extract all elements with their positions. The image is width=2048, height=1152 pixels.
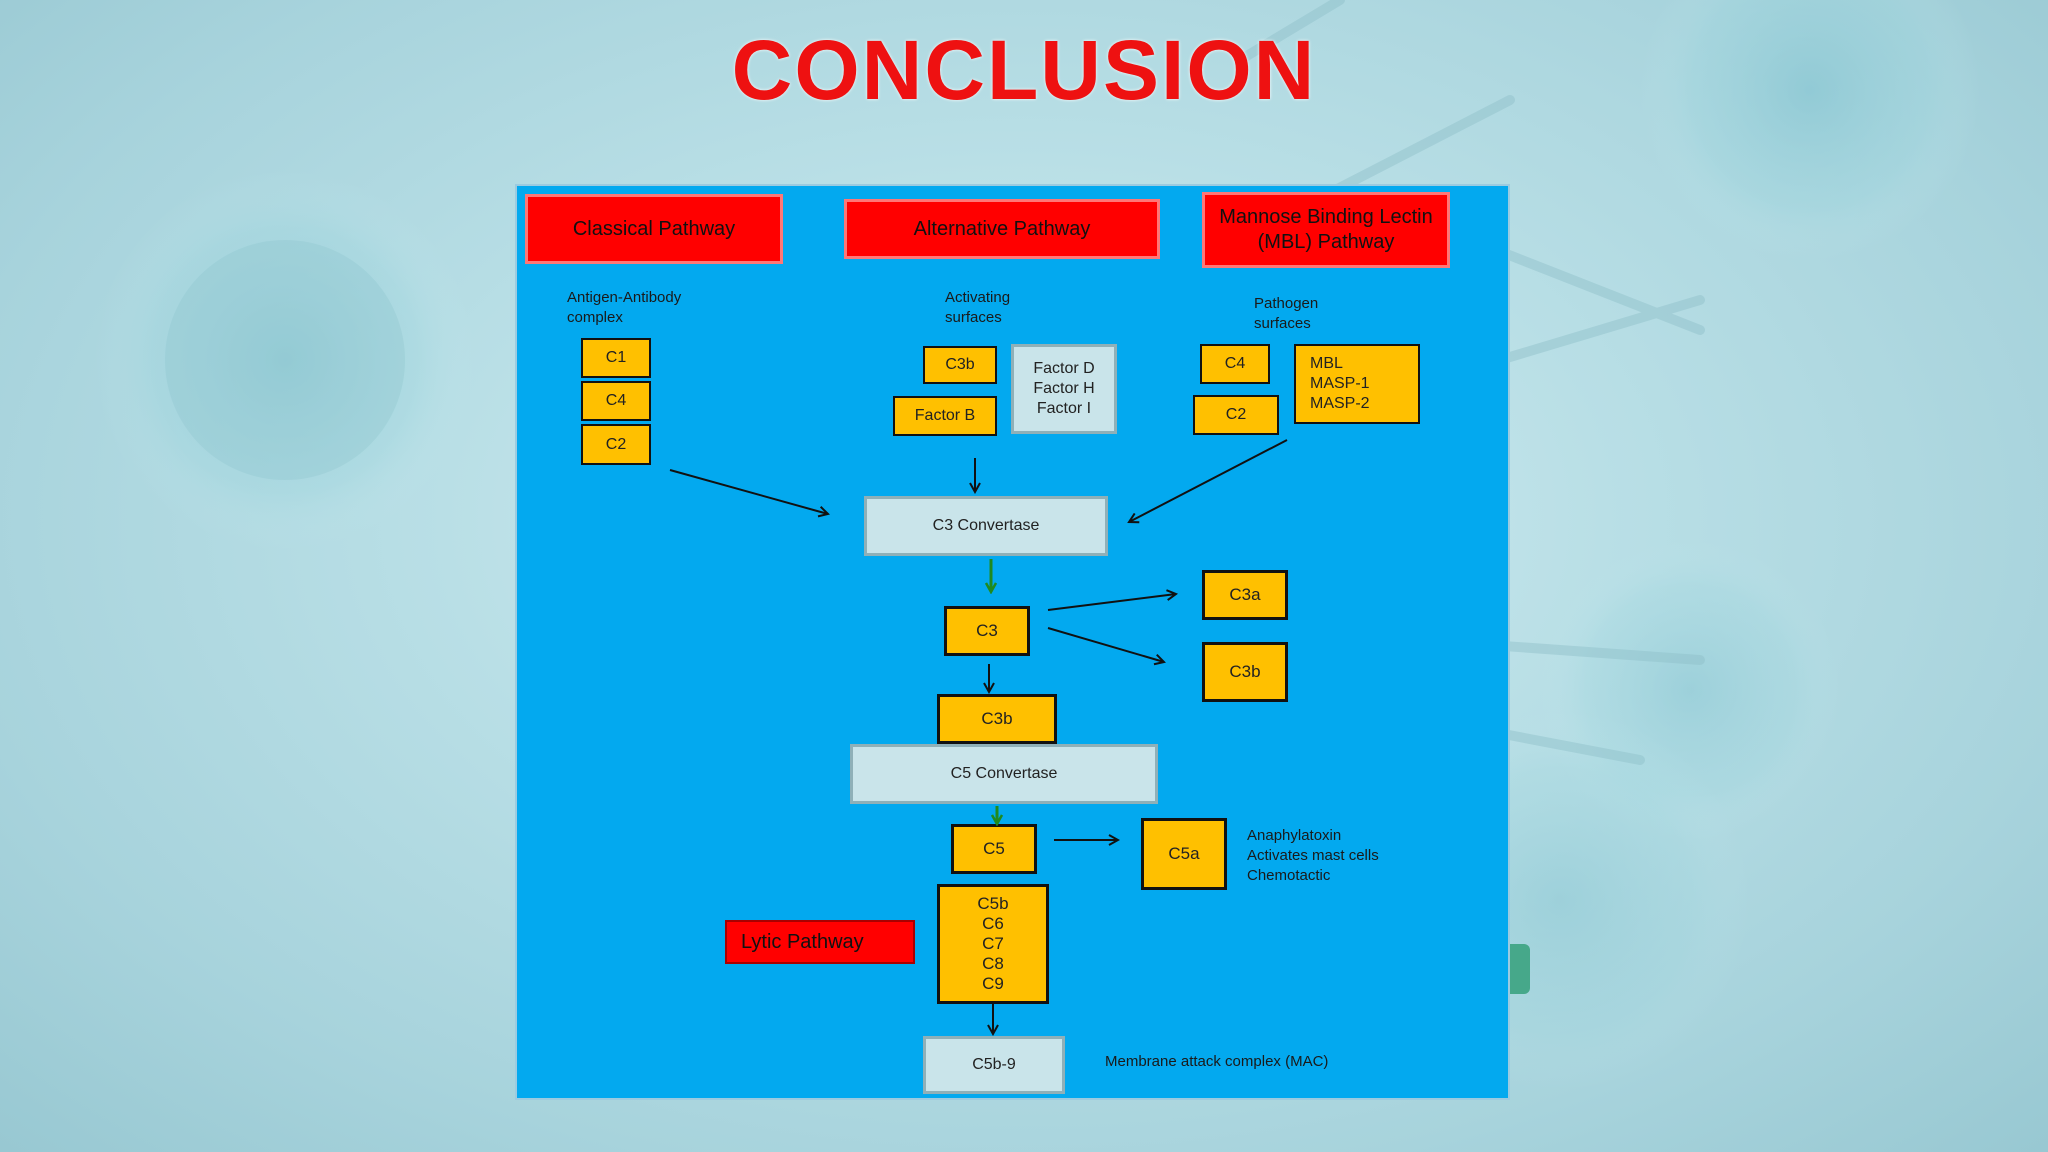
mac-components-box: C5b C6 C7 C8 C9: [937, 884, 1049, 1004]
complement-pathway-diagram: Classical Pathway Alternative Pathway Ma…: [515, 184, 1510, 1100]
c1-box: C1: [581, 338, 651, 378]
c3b-side-box: C3b: [1202, 642, 1288, 702]
c3-box: C3: [944, 606, 1030, 656]
c2-box: C2: [581, 424, 651, 465]
alt-c3b-box: C3b: [923, 346, 997, 384]
antigen-antibody-label: Antigen-Antibody complex: [567, 289, 682, 326]
alternative-pathway-header: Alternative Pathway: [844, 199, 1160, 259]
c5b9-box: C5b-9: [923, 1036, 1065, 1094]
slide-title: CONCLUSION: [731, 23, 1317, 117]
c5-box: C5: [951, 824, 1037, 874]
c5a-notes: Anaphylatoxin Activates mast cells Chemo…: [1247, 827, 1379, 884]
factor-b-box: Factor B: [893, 396, 997, 436]
c5a-box: C5a: [1141, 818, 1227, 890]
c5-convertase-box: C5 Convertase: [850, 744, 1158, 804]
arrow-c3-to-c3b-side: [1047, 627, 1164, 662]
c3a-box: C3a: [1202, 570, 1288, 620]
c4-box: C4: [581, 381, 651, 421]
c3-convertase-box: C3 Convertase: [864, 496, 1108, 556]
arrow-classical-to-c3-convertase: [669, 469, 828, 514]
side-tab[interactable]: [1510, 944, 1530, 994]
mbl-c4-box: C4: [1200, 344, 1270, 384]
factors-dhi-box: Factor D Factor H Factor I: [1011, 344, 1117, 434]
activating-surfaces-label: Activating surfaces: [945, 289, 1011, 326]
pathogen-surfaces-label: Pathogen surfaces: [1254, 295, 1319, 332]
classical-pathway-header: Classical Pathway: [525, 194, 783, 264]
mbl-pathway-header: Mannose Binding Lectin (MBL) Pathway: [1202, 192, 1450, 268]
arrow-mbl-to-c3-convertase: [1129, 439, 1288, 522]
lytic-pathway-box: Lytic Pathway: [725, 920, 915, 964]
arrow-c3-to-c3a: [1047, 594, 1176, 611]
mac-label: Membrane attack complex (MAC): [1105, 1053, 1329, 1070]
mbl-masp-box: MBL MASP-1 MASP-2: [1294, 344, 1420, 424]
mbl-c2-box: C2: [1193, 395, 1279, 435]
c3b-main-box: C3b: [937, 694, 1057, 744]
